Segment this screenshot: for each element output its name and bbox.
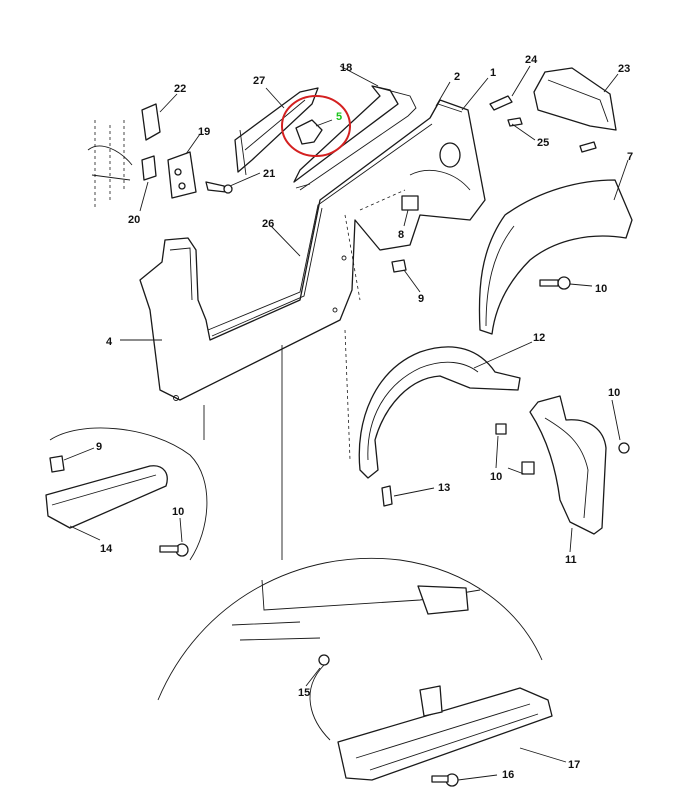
callout-25: 25 <box>537 137 549 149</box>
callout-12: 12 <box>533 332 545 344</box>
callout-19: 19 <box>198 126 210 138</box>
callout-10-flap-low: 10 <box>490 471 502 483</box>
callout-18: 18 <box>340 62 352 74</box>
mud-flap <box>495 276 630 535</box>
leader-lines <box>63 65 629 781</box>
body-side-panel <box>139 99 486 401</box>
callout-27: 27 <box>253 75 265 87</box>
door-hinge-area <box>87 103 233 210</box>
callout-10-strip: 10 <box>172 506 184 518</box>
callout-7: 7 <box>627 151 633 163</box>
callout-9-upper: 9 <box>418 293 424 305</box>
callout-labels: 1 2 4 5 7 8 9 9 10 10 10 10 11 12 13 14 … <box>96 54 633 781</box>
highlight-ring <box>281 95 351 157</box>
running-board-inset <box>157 345 553 787</box>
inner-wheelhouse <box>344 195 521 507</box>
fender-flare <box>478 67 633 335</box>
callout-26: 26 <box>262 218 274 230</box>
callout-17: 17 <box>568 759 580 771</box>
callout-16: 16 <box>502 769 514 781</box>
callout-11: 11 <box>565 554 577 566</box>
callout-21: 21 <box>263 168 275 180</box>
callout-14: 14 <box>100 543 113 555</box>
callout-10-flare: 10 <box>595 283 607 295</box>
callout-5: 5 <box>336 111 342 123</box>
callout-2: 2 <box>454 71 460 83</box>
step-strip-inset <box>45 405 208 561</box>
callout-22: 22 <box>174 83 186 95</box>
callout-9-lower: 9 <box>96 441 102 453</box>
callout-20: 20 <box>128 214 140 226</box>
pillar-pieces <box>234 85 417 191</box>
callout-1: 1 <box>490 67 496 79</box>
callout-10-flap-top: 10 <box>608 387 620 399</box>
callout-24: 24 <box>525 54 538 66</box>
callout-23: 23 <box>618 63 630 75</box>
callout-15: 15 <box>298 687 310 699</box>
callout-8: 8 <box>398 229 404 241</box>
callout-13: 13 <box>438 482 450 494</box>
callout-4: 4 <box>106 336 113 348</box>
